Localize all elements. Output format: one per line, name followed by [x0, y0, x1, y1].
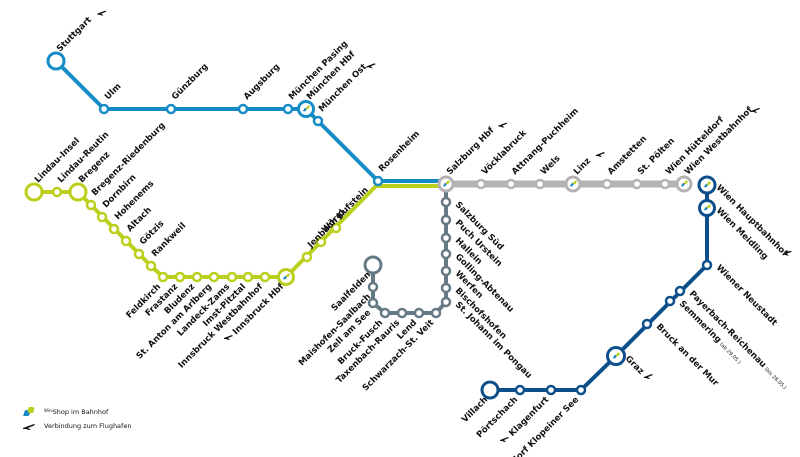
legend-airport: Verbindung zum Flughafen	[22, 419, 131, 433]
station[interactable]	[701, 259, 713, 271]
station-label: St. Johann im Pongau	[453, 300, 534, 381]
station[interactable]	[430, 307, 442, 319]
station[interactable]	[98, 103, 110, 115]
station[interactable]	[440, 265, 452, 277]
station[interactable]	[282, 103, 294, 115]
station[interactable]	[157, 271, 169, 283]
station[interactable]	[208, 271, 220, 283]
station[interactable]	[606, 346, 626, 366]
station[interactable]	[440, 248, 452, 260]
station[interactable]	[440, 232, 452, 244]
station[interactable]	[440, 296, 452, 308]
station[interactable]	[24, 182, 44, 202]
station[interactable]	[312, 115, 324, 127]
airplane-icon	[498, 122, 508, 128]
station[interactable]	[437, 175, 455, 193]
station-label: Wels	[539, 154, 562, 177]
station[interactable]	[330, 222, 342, 234]
airplane-icon	[782, 250, 792, 256]
station-label: Rosenheim	[377, 129, 422, 174]
station-label: Ulm	[103, 82, 123, 102]
station-label: Augsburg	[242, 62, 282, 102]
station-label: Linz	[572, 156, 593, 177]
airplane-icon	[22, 421, 36, 431]
station[interactable]	[372, 175, 384, 187]
station[interactable]	[698, 199, 716, 217]
station-label: Kufstein	[335, 185, 371, 221]
legend-airport-label: Verbindung zum Flughafen	[44, 422, 132, 430]
route-line	[34, 184, 446, 279]
station[interactable]	[514, 384, 526, 396]
station[interactable]	[379, 307, 391, 319]
station[interactable]	[174, 271, 186, 283]
station[interactable]	[697, 175, 717, 195]
station-label: Graz	[623, 354, 646, 377]
station[interactable]	[367, 297, 379, 309]
station[interactable]	[96, 211, 108, 223]
station[interactable]	[675, 175, 693, 193]
stations	[24, 51, 717, 400]
legend-shop: WiniShop im Bahnhof	[22, 405, 131, 419]
station[interactable]	[315, 236, 327, 248]
station[interactable]	[601, 178, 613, 190]
station[interactable]	[631, 178, 643, 190]
station-label: Stuttgart	[55, 15, 94, 54]
airplane-icon	[751, 107, 761, 113]
station[interactable]	[85, 199, 97, 211]
station[interactable]	[575, 384, 587, 396]
station[interactable]	[505, 178, 517, 190]
station[interactable]	[534, 178, 546, 190]
station[interactable]	[242, 271, 254, 283]
legend: WiniShop im Bahnhof Verbindung zum Flugh…	[22, 405, 131, 433]
station[interactable]	[297, 100, 315, 118]
shop-icon	[22, 407, 36, 417]
station[interactable]	[475, 178, 487, 190]
station[interactable]	[51, 186, 63, 198]
station[interactable]	[301, 251, 313, 263]
station[interactable]	[237, 103, 249, 115]
airplane-icon	[97, 10, 107, 16]
route-line	[371, 184, 448, 315]
route-line	[490, 185, 709, 392]
station[interactable]	[68, 182, 88, 202]
airplane-icon	[595, 152, 605, 158]
station[interactable]	[367, 281, 379, 293]
station[interactable]	[664, 295, 676, 307]
station[interactable]	[108, 223, 120, 235]
station[interactable]	[226, 271, 238, 283]
station[interactable]	[363, 255, 383, 275]
station-label: Villach	[460, 395, 490, 425]
station[interactable]	[440, 282, 452, 294]
station[interactable]	[440, 214, 452, 226]
station[interactable]	[165, 103, 177, 115]
station[interactable]	[440, 196, 452, 208]
station[interactable]	[674, 285, 686, 297]
station[interactable]	[145, 260, 157, 272]
station[interactable]	[120, 235, 132, 247]
station[interactable]	[659, 178, 671, 190]
airplane-icon	[499, 437, 509, 443]
station-label: Günzburg	[170, 62, 210, 102]
legend-shop-prefix: Wini	[44, 408, 53, 413]
station[interactable]	[259, 271, 271, 283]
legend-shop-label: Shop im Bahnhof	[52, 408, 109, 416]
airplane-icon	[366, 63, 376, 69]
station[interactable]	[191, 271, 203, 283]
station[interactable]	[46, 51, 66, 71]
station[interactable]	[396, 307, 408, 319]
station[interactable]	[133, 248, 145, 260]
station[interactable]	[545, 384, 557, 396]
airplane-icon	[223, 335, 233, 341]
station[interactable]	[564, 175, 582, 193]
station[interactable]	[277, 268, 295, 286]
station[interactable]	[413, 307, 425, 319]
airplane-icon	[643, 373, 653, 379]
station[interactable]	[641, 318, 653, 330]
station[interactable]	[480, 380, 500, 400]
